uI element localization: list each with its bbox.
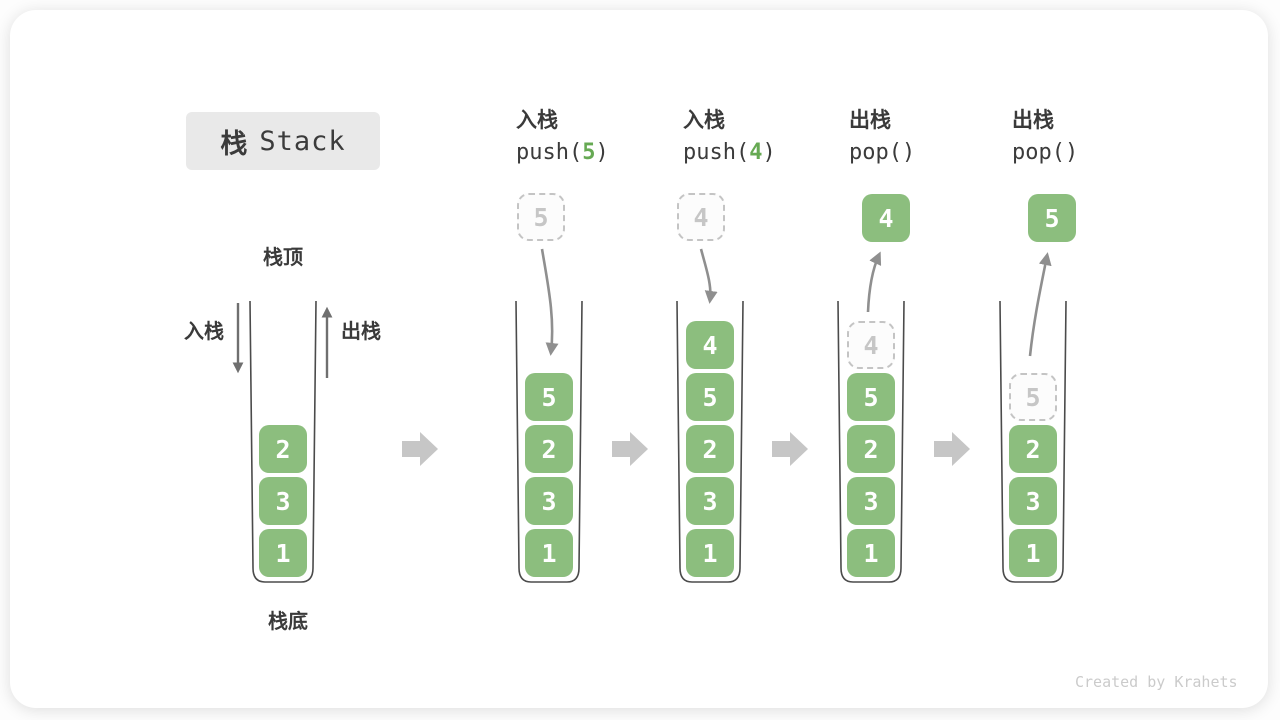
stack-container-4 bbox=[837, 300, 905, 583]
stack-element: 3 bbox=[525, 477, 573, 525]
code-arg: 4 bbox=[749, 140, 763, 165]
op-caption-push-5: 入栈 bbox=[516, 109, 558, 132]
stack-container-2 bbox=[515, 300, 583, 583]
stack-element: 2 bbox=[259, 425, 307, 473]
code-text: ) bbox=[595, 140, 609, 165]
op-caption-pop-2: 出栈 bbox=[1012, 109, 1054, 132]
stack-element: 4 bbox=[686, 321, 734, 369]
stack-element: 2 bbox=[525, 425, 573, 473]
stack-container-3 bbox=[676, 300, 744, 583]
op-code-pop-2: pop() bbox=[1012, 140, 1078, 165]
stack-bottom-label: 栈底 bbox=[268, 611, 308, 633]
stack-element: 2 bbox=[847, 425, 895, 473]
popped-element-4: 4 bbox=[862, 194, 910, 242]
incoming-element-4: 4 bbox=[677, 193, 725, 241]
ghost-element-5: 5 bbox=[1009, 373, 1057, 421]
popped-element-5: 5 bbox=[1028, 194, 1076, 242]
ghost-element-4: 4 bbox=[847, 321, 895, 369]
stack-element: 1 bbox=[847, 529, 895, 577]
op-code-push-5: push(5) bbox=[516, 140, 609, 165]
stack-element: 2 bbox=[686, 425, 734, 473]
code-text: push( bbox=[683, 140, 750, 165]
code-text: pop( bbox=[1012, 140, 1065, 165]
incoming-element-5: 5 bbox=[517, 193, 565, 241]
next-step-arrow-3 bbox=[772, 432, 808, 466]
stack-element: 3 bbox=[847, 477, 895, 525]
stack-element: 5 bbox=[686, 373, 734, 421]
title-zh: 栈 bbox=[220, 128, 248, 159]
code-arg: 5 bbox=[582, 140, 596, 165]
stack-element: 1 bbox=[259, 529, 307, 577]
op-caption-pop-1: 出栈 bbox=[849, 109, 891, 132]
figure-title: 栈 Stack bbox=[186, 112, 380, 170]
stack-element: 5 bbox=[847, 373, 895, 421]
pop-side-label: 出栈 bbox=[341, 321, 381, 343]
code-text: pop( bbox=[849, 140, 902, 165]
stack-container-5 bbox=[999, 300, 1067, 583]
code-text: ) bbox=[762, 140, 776, 165]
push-trajectory-arrow-5 bbox=[540, 248, 559, 356]
title-en: Stack bbox=[259, 125, 346, 157]
stack-element: 1 bbox=[525, 529, 573, 577]
code-text: push( bbox=[516, 140, 583, 165]
stack-element: 1 bbox=[1009, 529, 1057, 577]
stack-top-label: 栈顶 bbox=[263, 247, 303, 269]
push-trajectory-arrow-4 bbox=[699, 248, 718, 304]
stack-element: 2 bbox=[1009, 425, 1057, 473]
next-step-arrow-2 bbox=[612, 432, 648, 466]
stack-element: 1 bbox=[686, 529, 734, 577]
push-side-label: 入栈 bbox=[184, 321, 224, 343]
pop-trajectory-arrow-4 bbox=[866, 251, 882, 313]
op-code-pop-1: pop() bbox=[849, 140, 915, 165]
stack-element: 5 bbox=[525, 373, 573, 421]
op-code-push-4: push(4) bbox=[683, 140, 776, 165]
next-step-arrow-1 bbox=[402, 432, 438, 466]
next-step-arrow-4 bbox=[934, 432, 970, 466]
pop-trajectory-arrow-5 bbox=[1028, 252, 1052, 357]
stack-container-1 bbox=[249, 300, 317, 583]
code-text: ) bbox=[1064, 140, 1079, 165]
watermark: Created by Krahets bbox=[1075, 673, 1238, 691]
stack-element: 3 bbox=[1009, 477, 1057, 525]
code-text: ) bbox=[901, 140, 916, 165]
stack-element: 3 bbox=[259, 477, 307, 525]
stack-element: 3 bbox=[686, 477, 734, 525]
op-caption-push-4: 入栈 bbox=[683, 109, 725, 132]
